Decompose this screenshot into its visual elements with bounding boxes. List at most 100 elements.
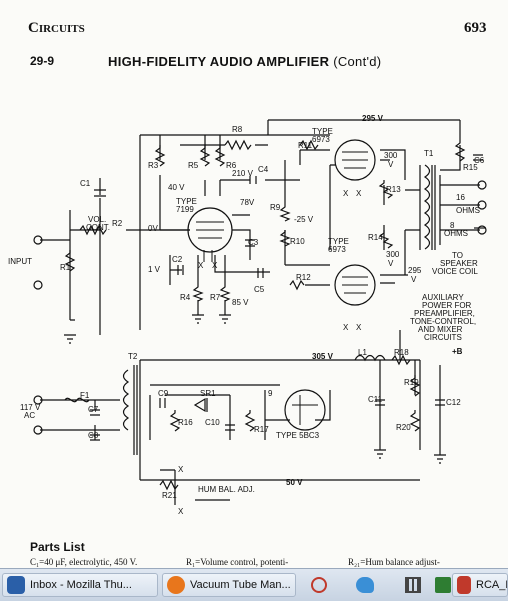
- label-r17: R17: [254, 425, 269, 434]
- title-cont: (Cont'd): [333, 54, 382, 69]
- label-v295a: 295 V: [362, 114, 384, 123]
- label-type-5bc3: TYPE 5BC3: [276, 431, 320, 440]
- label-x6: X: [356, 189, 362, 198]
- section-number: 29-9: [30, 54, 55, 68]
- document-page: Circuits 693 29-9 HIGH-FIDELITY AUDIO AM…: [8, 20, 487, 567]
- calendar-icon[interactable]: [400, 573, 426, 597]
- ground-symbols: [64, 227, 486, 464]
- firefox-icon: [167, 576, 185, 594]
- label-type-v1: TYPE: [176, 197, 197, 206]
- label-vol-cont-1: VOL.: [88, 215, 106, 224]
- label-ac-2: AC: [24, 411, 35, 420]
- input-terminal: [33, 235, 43, 245]
- capacitors: [90, 154, 483, 441]
- label-c7: C7: [88, 405, 99, 414]
- input-terminal-gnd: [33, 280, 43, 290]
- wiring: [40, 119, 480, 505]
- label-r3: R3: [148, 161, 159, 170]
- ac-terminal-2: [33, 425, 43, 435]
- label-v0: 0V: [148, 224, 158, 233]
- label-c3: C3: [248, 238, 259, 247]
- label-aux-4: TONE-CONTROL,: [410, 317, 476, 326]
- label-8-ohms: OHMS: [444, 229, 468, 238]
- label-aux-2: POWER FOR: [422, 301, 472, 310]
- label-l1: L1: [358, 348, 367, 357]
- label-r9: R9: [270, 203, 281, 212]
- label-aux-1: AUXILIARY: [422, 293, 464, 302]
- label-c6: C6: [474, 156, 485, 165]
- label-c8: C8: [88, 431, 99, 440]
- label-r8: R8: [232, 125, 243, 134]
- label-v40: 40 V: [168, 183, 185, 192]
- taskbar-thunderbird[interactable]: Inbox - Mozilla Thu...: [2, 573, 158, 597]
- title-text: HIGH-FIDELITY AUDIO AMPLIFIER: [108, 54, 330, 69]
- label-c2: C2: [172, 255, 183, 264]
- taskbar: Inbox - Mozilla Thu... Vacuum Tube Man..…: [0, 568, 508, 601]
- label-r16: R16: [178, 418, 193, 427]
- label-7199: 7199: [176, 205, 194, 214]
- label-v1: 1 V: [148, 265, 161, 274]
- schematic-diagram: R8 R3 R5 R6 C1 40 V 210 V C4 R11 TYPE 69…: [8, 114, 487, 516]
- label-c1: C1: [80, 179, 91, 188]
- label-x3: X: [198, 261, 204, 270]
- label-r12: R12: [296, 273, 311, 282]
- tube-6973-bottom: [334, 264, 376, 306]
- label-x2: X: [178, 507, 184, 516]
- label-r10: R10: [290, 237, 305, 246]
- spreadsheet-icon[interactable]: [430, 573, 456, 597]
- label-x5: X: [343, 189, 349, 198]
- header-section-name: Circuits: [28, 20, 85, 36]
- paint-icon[interactable]: [352, 573, 378, 597]
- speaker-terminal-16: [477, 180, 487, 190]
- parts-col-3: R₂₁=Hum balance adjust-: [348, 557, 440, 567]
- label-v300a-unit: V: [388, 160, 394, 169]
- label-vol-cont-2: CONT.: [86, 223, 110, 232]
- taskbar-label: Inbox - Mozilla Thu...: [30, 579, 132, 591]
- parts-col-2: R₁=Volume control, potenti-: [186, 557, 289, 567]
- ac-terminal-1: [33, 395, 43, 405]
- label-v295b-unit: V: [411, 275, 417, 284]
- speaker-terminal-com: [477, 225, 487, 235]
- taskbar-pdf[interactable]: RCA_F: [452, 573, 508, 597]
- label-sr1: SR1: [200, 389, 216, 398]
- label-c10: C10: [205, 418, 220, 427]
- label-v50: 50 V: [286, 478, 303, 487]
- label-v85: 85 V: [232, 298, 249, 307]
- taskbar-label: RCA_F: [476, 579, 507, 591]
- label-x8: X: [356, 323, 362, 332]
- label-x4: X: [212, 261, 218, 270]
- label-c4: C4: [258, 165, 269, 174]
- label-c11: C11: [368, 395, 383, 404]
- label-type-bottom: TYPE: [328, 237, 349, 246]
- snipping-tool-icon[interactable]: [306, 573, 332, 597]
- pin-9: 9: [268, 389, 273, 398]
- label-r2: R2: [112, 219, 123, 228]
- label-c9: C9: [158, 389, 169, 398]
- label-r6: R6: [226, 161, 237, 170]
- label-v78: 78V: [240, 198, 255, 207]
- taskbar-label: Vacuum Tube Man...: [190, 579, 291, 591]
- label-r20: R20: [396, 423, 411, 432]
- label-input: INPUT: [8, 257, 32, 266]
- thunderbird-icon: [7, 576, 25, 594]
- label-v300b-unit: V: [388, 259, 394, 268]
- label-r11: R11: [298, 141, 313, 150]
- label-r14: R14: [368, 233, 383, 242]
- parts-list-title: Parts List: [30, 540, 85, 554]
- label-6973-bottom: 6973: [328, 245, 346, 254]
- label-speaker: SPEAKER: [440, 259, 478, 268]
- tube-7199: [187, 207, 233, 262]
- pdf-icon: [457, 576, 471, 594]
- label-r5: R5: [188, 161, 199, 170]
- label-to: TO: [452, 251, 463, 260]
- label-16: 16: [456, 193, 465, 202]
- taskbar-firefox[interactable]: Vacuum Tube Man...: [162, 573, 296, 597]
- label-16-ohms: OHMS: [456, 206, 480, 215]
- label-r21: R21: [162, 491, 177, 500]
- resistors: [64, 139, 466, 491]
- parts-col-1: C₁=40 μF, electrolytic, 450 V.: [30, 557, 138, 567]
- label-aux-3: PREAMPLIFIER,: [414, 309, 475, 318]
- label-r4: R4: [180, 293, 191, 302]
- transformers: [122, 164, 436, 455]
- label-v295b: 295: [408, 266, 422, 275]
